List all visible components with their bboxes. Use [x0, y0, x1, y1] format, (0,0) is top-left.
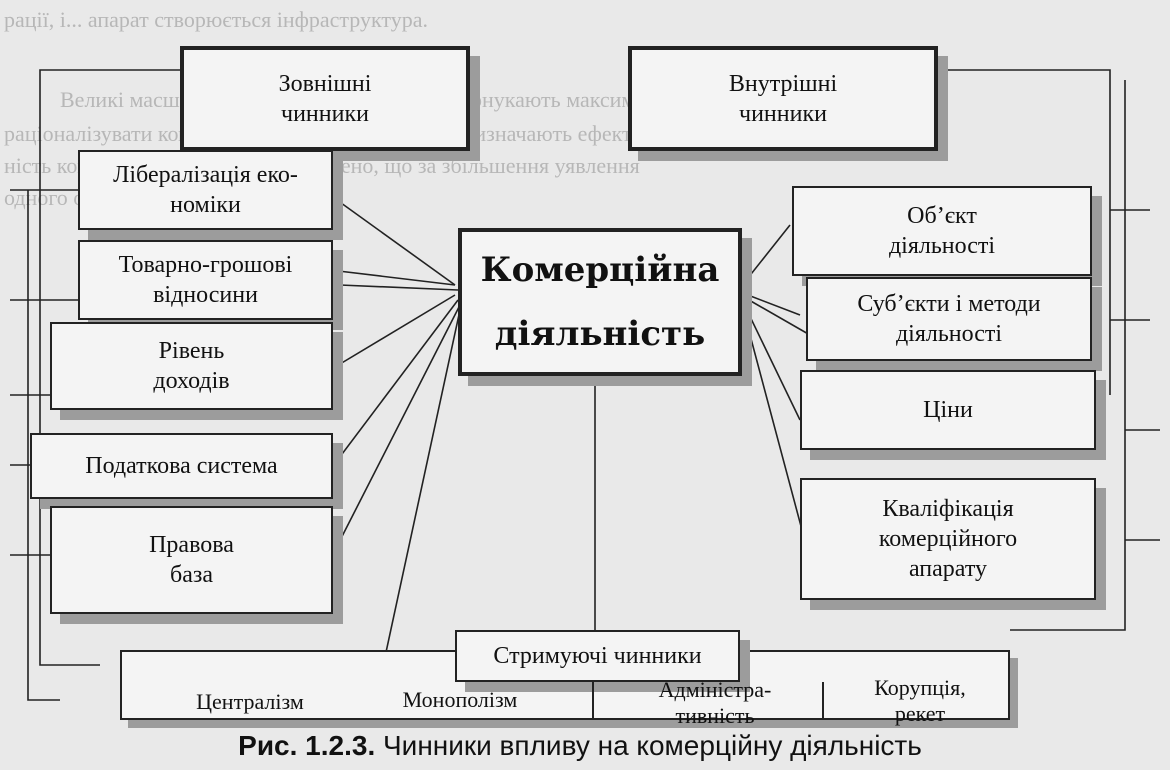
external-factor-commodity-money: Товарно-грошові відносини: [78, 240, 333, 320]
external-bracket-line: [27, 190, 60, 701]
internal-factor-object: Об’єкт діяльності: [792, 186, 1092, 276]
fan-line: [329, 269, 456, 286]
restraining-factor-administrativeness: Адміністра- тивність: [658, 677, 772, 728]
figure-caption: Рис. 1.2.3. Чинники впливу на комерційну…: [150, 730, 1010, 762]
external-factor-liberalization: Лібералізація еко- номіки: [78, 150, 333, 230]
internal-factors-header: Внутрішні чинники: [628, 46, 938, 151]
internal-bracket-line: [1010, 80, 1126, 631]
external-factor-tax-system: Податкова система: [30, 433, 333, 499]
central-commercial-activity: Комерційна діяльність: [458, 228, 742, 376]
fan-line: [741, 295, 811, 336]
restraining-factor-corruption: Корупція, рекет: [874, 675, 966, 726]
restraining-factor-centralism: Централізм: [196, 689, 304, 714]
fan-line: [329, 299, 459, 471]
fan-line: [379, 309, 461, 681]
bottom-row-divider: [822, 682, 824, 718]
external-factor-income-level: Рівень доходів: [50, 322, 333, 410]
fan-line: [739, 291, 801, 316]
internal-factor-prices: Ціни: [800, 370, 1096, 450]
fan-line: [739, 224, 791, 289]
internal-factor-staff-qualification: Кваліфікація комерційного апарату: [800, 478, 1096, 600]
internal-bracket-line: [940, 69, 1111, 395]
external-factors-header: Зовнішні чинники: [180, 46, 470, 151]
restraining-factor-monopolism: Монополізм: [402, 687, 518, 712]
fan-line: [329, 194, 456, 286]
fan-line: [329, 294, 456, 371]
external-factor-legal-base: Правова база: [50, 506, 333, 614]
fan-line: [339, 284, 459, 291]
figure-number: Рис. 1.2.3.: [238, 730, 376, 761]
internal-factor-subjects-methods: Суб’єкти і методи діяльності: [806, 277, 1092, 361]
fan-line: [741, 304, 811, 561]
external-bracket-line: [39, 69, 180, 666]
fan-line: [329, 304, 461, 561]
background-text-line: рації, і... апарат створюється інфрастру…: [4, 7, 428, 32]
fan-line: [741, 299, 801, 421]
bottom-row-divider: [592, 682, 594, 718]
figure-caption-text: Чинники впливу на комерційну діяльність: [375, 730, 922, 761]
restraining-factors-header-overlay: Стримуючі чинники: [455, 630, 740, 682]
